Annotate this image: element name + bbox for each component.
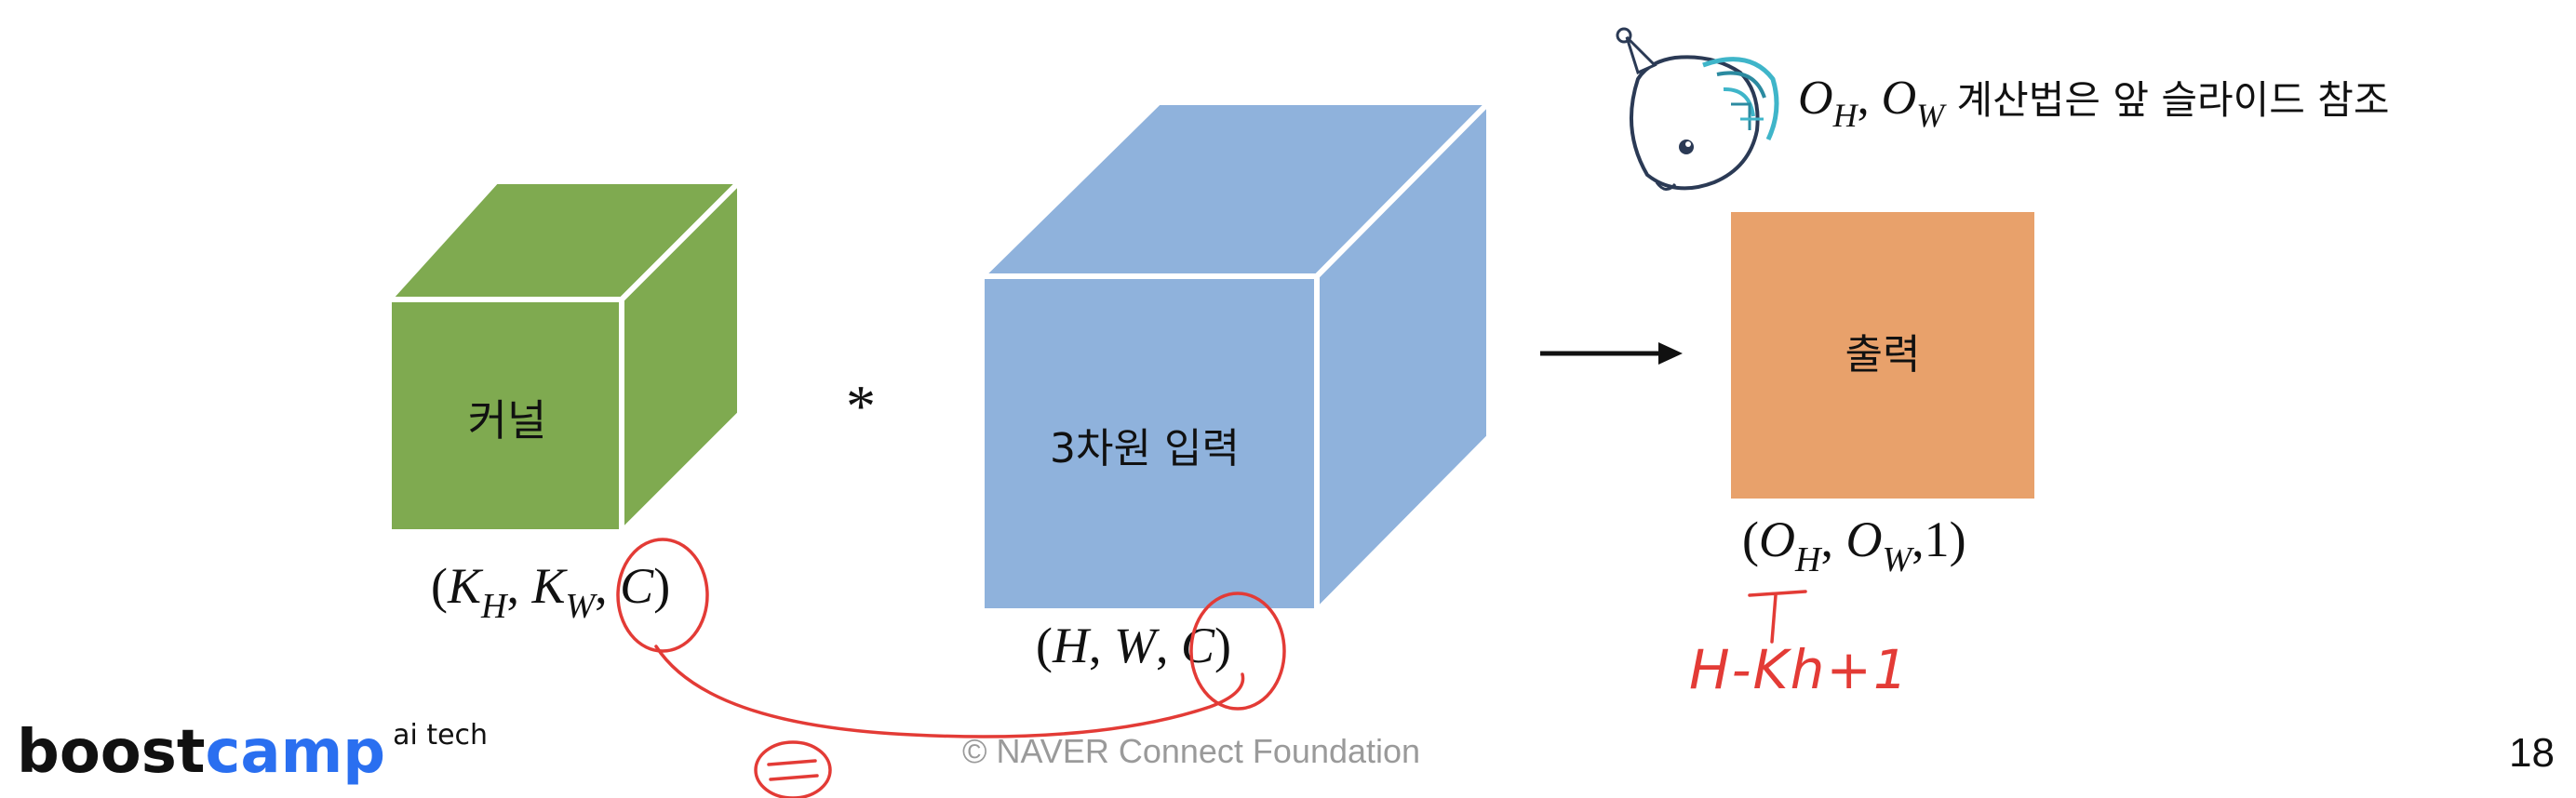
calculation-note: OH, OW 계산법은 앞 슬라이드 참조 <box>1798 72 2390 134</box>
output-label: 출력 <box>1845 331 1921 379</box>
channel-link-curve <box>654 645 1245 738</box>
unicorn-mascot-icon <box>1616 27 1779 191</box>
handwritten-annotations: H-Kh+1 <box>616 538 1910 798</box>
input-channel-circle <box>1189 592 1286 711</box>
input-label: 3차원 입력 <box>1050 425 1240 472</box>
result-arrow <box>1540 342 1683 365</box>
page-number: 18 <box>2509 730 2555 776</box>
copyright-text: © NAVER Connect Foundation <box>962 732 1420 770</box>
kernel-channel-circle <box>616 538 709 653</box>
input-cube: 3차원 입력 <box>979 100 1492 614</box>
equals-sign-mark <box>767 759 819 781</box>
input-dims: (H, W, C) <box>1036 618 1231 673</box>
kernel-label: 커널 <box>468 395 547 446</box>
convolution-operator: * <box>846 373 876 439</box>
input-cube-front-face <box>979 273 1320 614</box>
kernel-cube: 커널 <box>386 179 743 535</box>
handwritten-formula: H-Kh+1 <box>1689 638 1910 701</box>
equals-circle <box>754 740 832 798</box>
kernel-dims: (KH, KW, C) <box>431 558 670 626</box>
hand-arrow <box>1748 590 1807 644</box>
output-square <box>1731 212 2034 499</box>
kernel-cube-front-face <box>386 297 624 535</box>
output-dims: (OH, OW,1) <box>1742 512 1966 579</box>
